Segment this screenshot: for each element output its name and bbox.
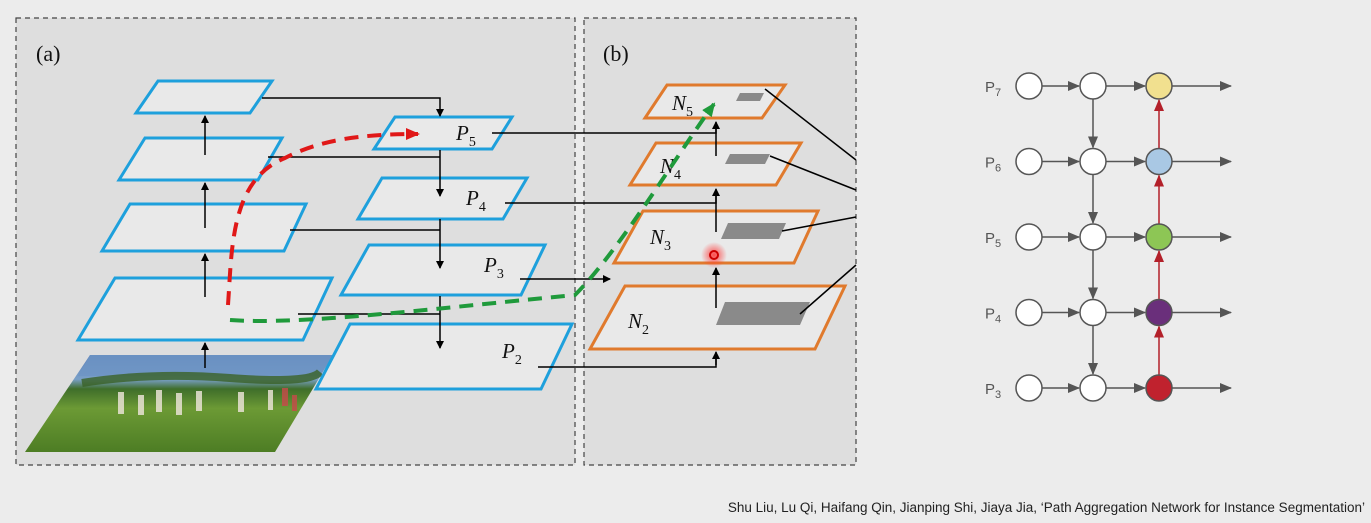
p3-plane xyxy=(338,243,548,297)
bottom-up-node xyxy=(1145,223,1173,251)
backbone-plane-2 xyxy=(116,136,285,182)
level-label: P5 xyxy=(985,230,1001,250)
input-node xyxy=(1015,72,1043,100)
top-down-node xyxy=(1079,223,1107,251)
n5-plane xyxy=(642,83,788,120)
panel-b-label: (b) xyxy=(603,41,629,66)
top-down-node xyxy=(1079,374,1107,402)
panel-b: (b) N5 xyxy=(583,17,857,466)
p2-plane xyxy=(313,322,575,391)
top-down-node xyxy=(1079,147,1107,176)
level-label: P6 xyxy=(985,155,1001,175)
p5-plane xyxy=(371,115,515,151)
p4-label: P4 xyxy=(465,186,486,215)
red-path xyxy=(226,128,420,306)
p2-label: P2 xyxy=(501,339,522,368)
citation: Shu Liu, Lu Qi, Haifang Qin, Jianping Sh… xyxy=(727,500,1365,515)
top-down-node xyxy=(1079,298,1107,327)
n5-label: N5 xyxy=(671,91,693,120)
input-node xyxy=(1015,223,1043,251)
p5-label: P5 xyxy=(455,121,476,150)
p4-plane xyxy=(355,176,530,221)
top-down-planes xyxy=(313,115,575,391)
level-label: P7 xyxy=(985,79,1001,99)
n4-label: N4 xyxy=(659,154,681,183)
cross-panel-arrows xyxy=(492,126,717,368)
input-node xyxy=(1015,298,1043,327)
bottom-up-node xyxy=(1145,147,1173,176)
bottom-up-node xyxy=(1145,374,1173,402)
backbone-plane-3 xyxy=(99,202,309,253)
bottom-up-labels: N5 N4 N3 N2 xyxy=(627,91,693,338)
top-down-labels: P5 P4 P3 P2 xyxy=(455,121,522,368)
input-node xyxy=(1015,147,1043,176)
roi-patches xyxy=(716,93,810,325)
level-label: P4 xyxy=(985,306,1001,326)
p3-label: P3 xyxy=(483,253,504,282)
pooling-lines xyxy=(764,88,857,315)
backbone-planes xyxy=(75,79,335,342)
n4-plane xyxy=(627,141,804,187)
n2-plane xyxy=(587,284,848,351)
cursor-indicator xyxy=(701,242,727,268)
n2-label: N2 xyxy=(627,309,649,338)
bottom-up-node xyxy=(1145,298,1173,327)
level-label: P3 xyxy=(985,381,1001,401)
panel-a-label: (a) xyxy=(36,41,60,66)
panel-a: (a) xyxy=(15,17,576,466)
n3-label: N3 xyxy=(649,225,671,254)
top-down-node xyxy=(1079,72,1107,100)
input-node xyxy=(1015,374,1043,402)
lateral-arrows xyxy=(262,97,444,349)
backbone-plane-4 xyxy=(75,276,335,342)
bottom-up-node xyxy=(1145,72,1173,100)
backbone-plane-1 xyxy=(133,79,275,115)
green-path xyxy=(229,102,716,323)
